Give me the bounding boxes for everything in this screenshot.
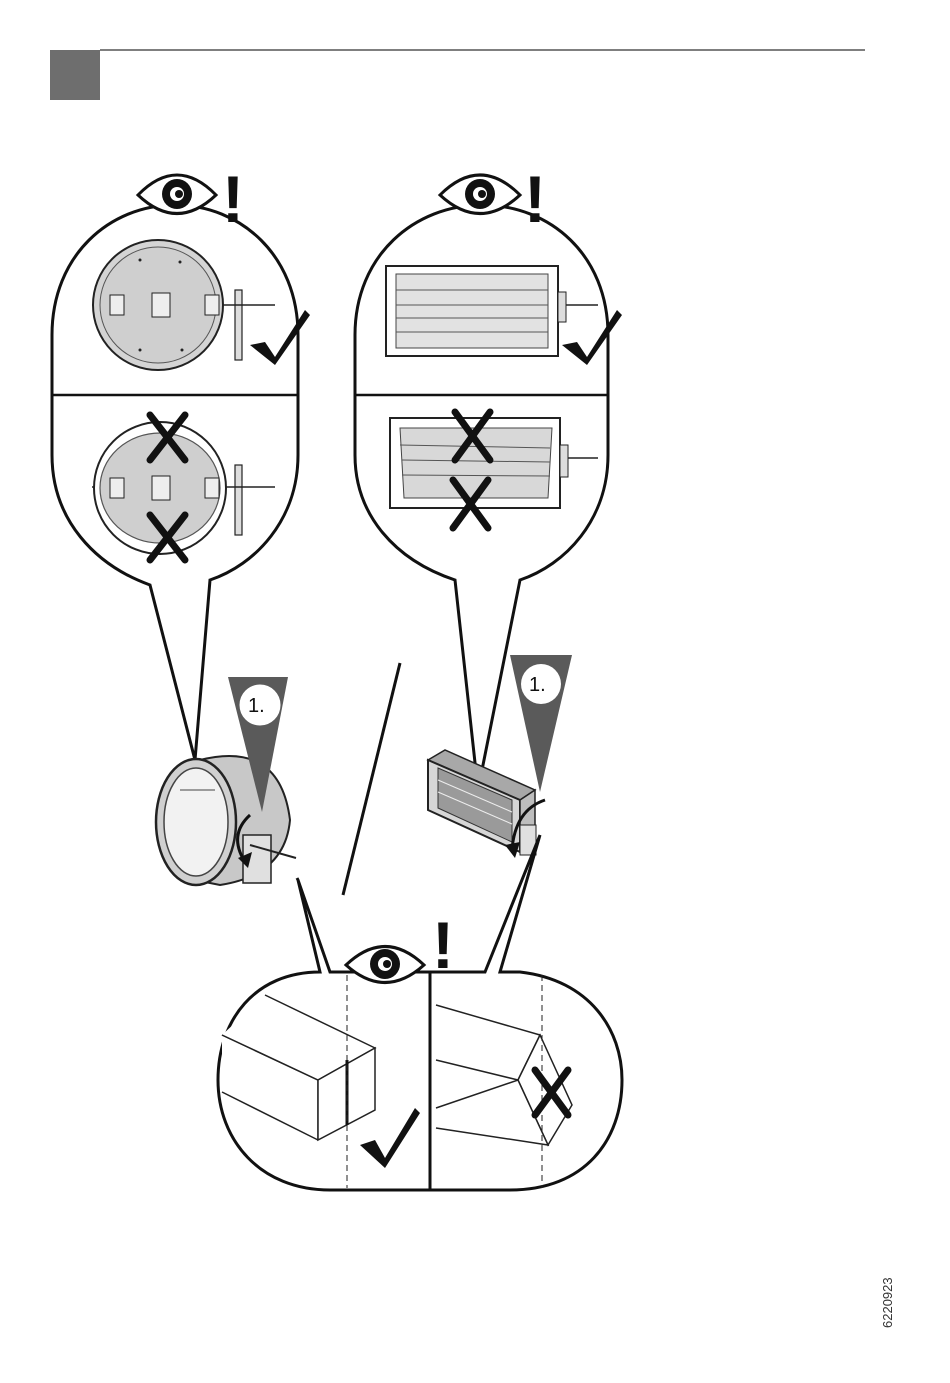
rect-damper-callout — [355, 205, 622, 790]
caution-mark: ! — [222, 162, 244, 236]
round-damper-callout — [52, 205, 310, 760]
step-number: 1. — [529, 674, 546, 696]
duct-alignment-callout — [218, 835, 622, 1190]
step-number: 1. — [248, 695, 265, 717]
document-number: 6220923 — [880, 1277, 895, 1328]
center-separator — [343, 663, 400, 895]
round-damper-installed — [156, 756, 296, 885]
caution-mark: ! — [432, 908, 454, 982]
rect-damper-installed — [428, 750, 545, 858]
section-marker — [50, 50, 100, 100]
step-pointer: 1. — [510, 655, 572, 792]
caution-mark: ! — [524, 162, 546, 236]
